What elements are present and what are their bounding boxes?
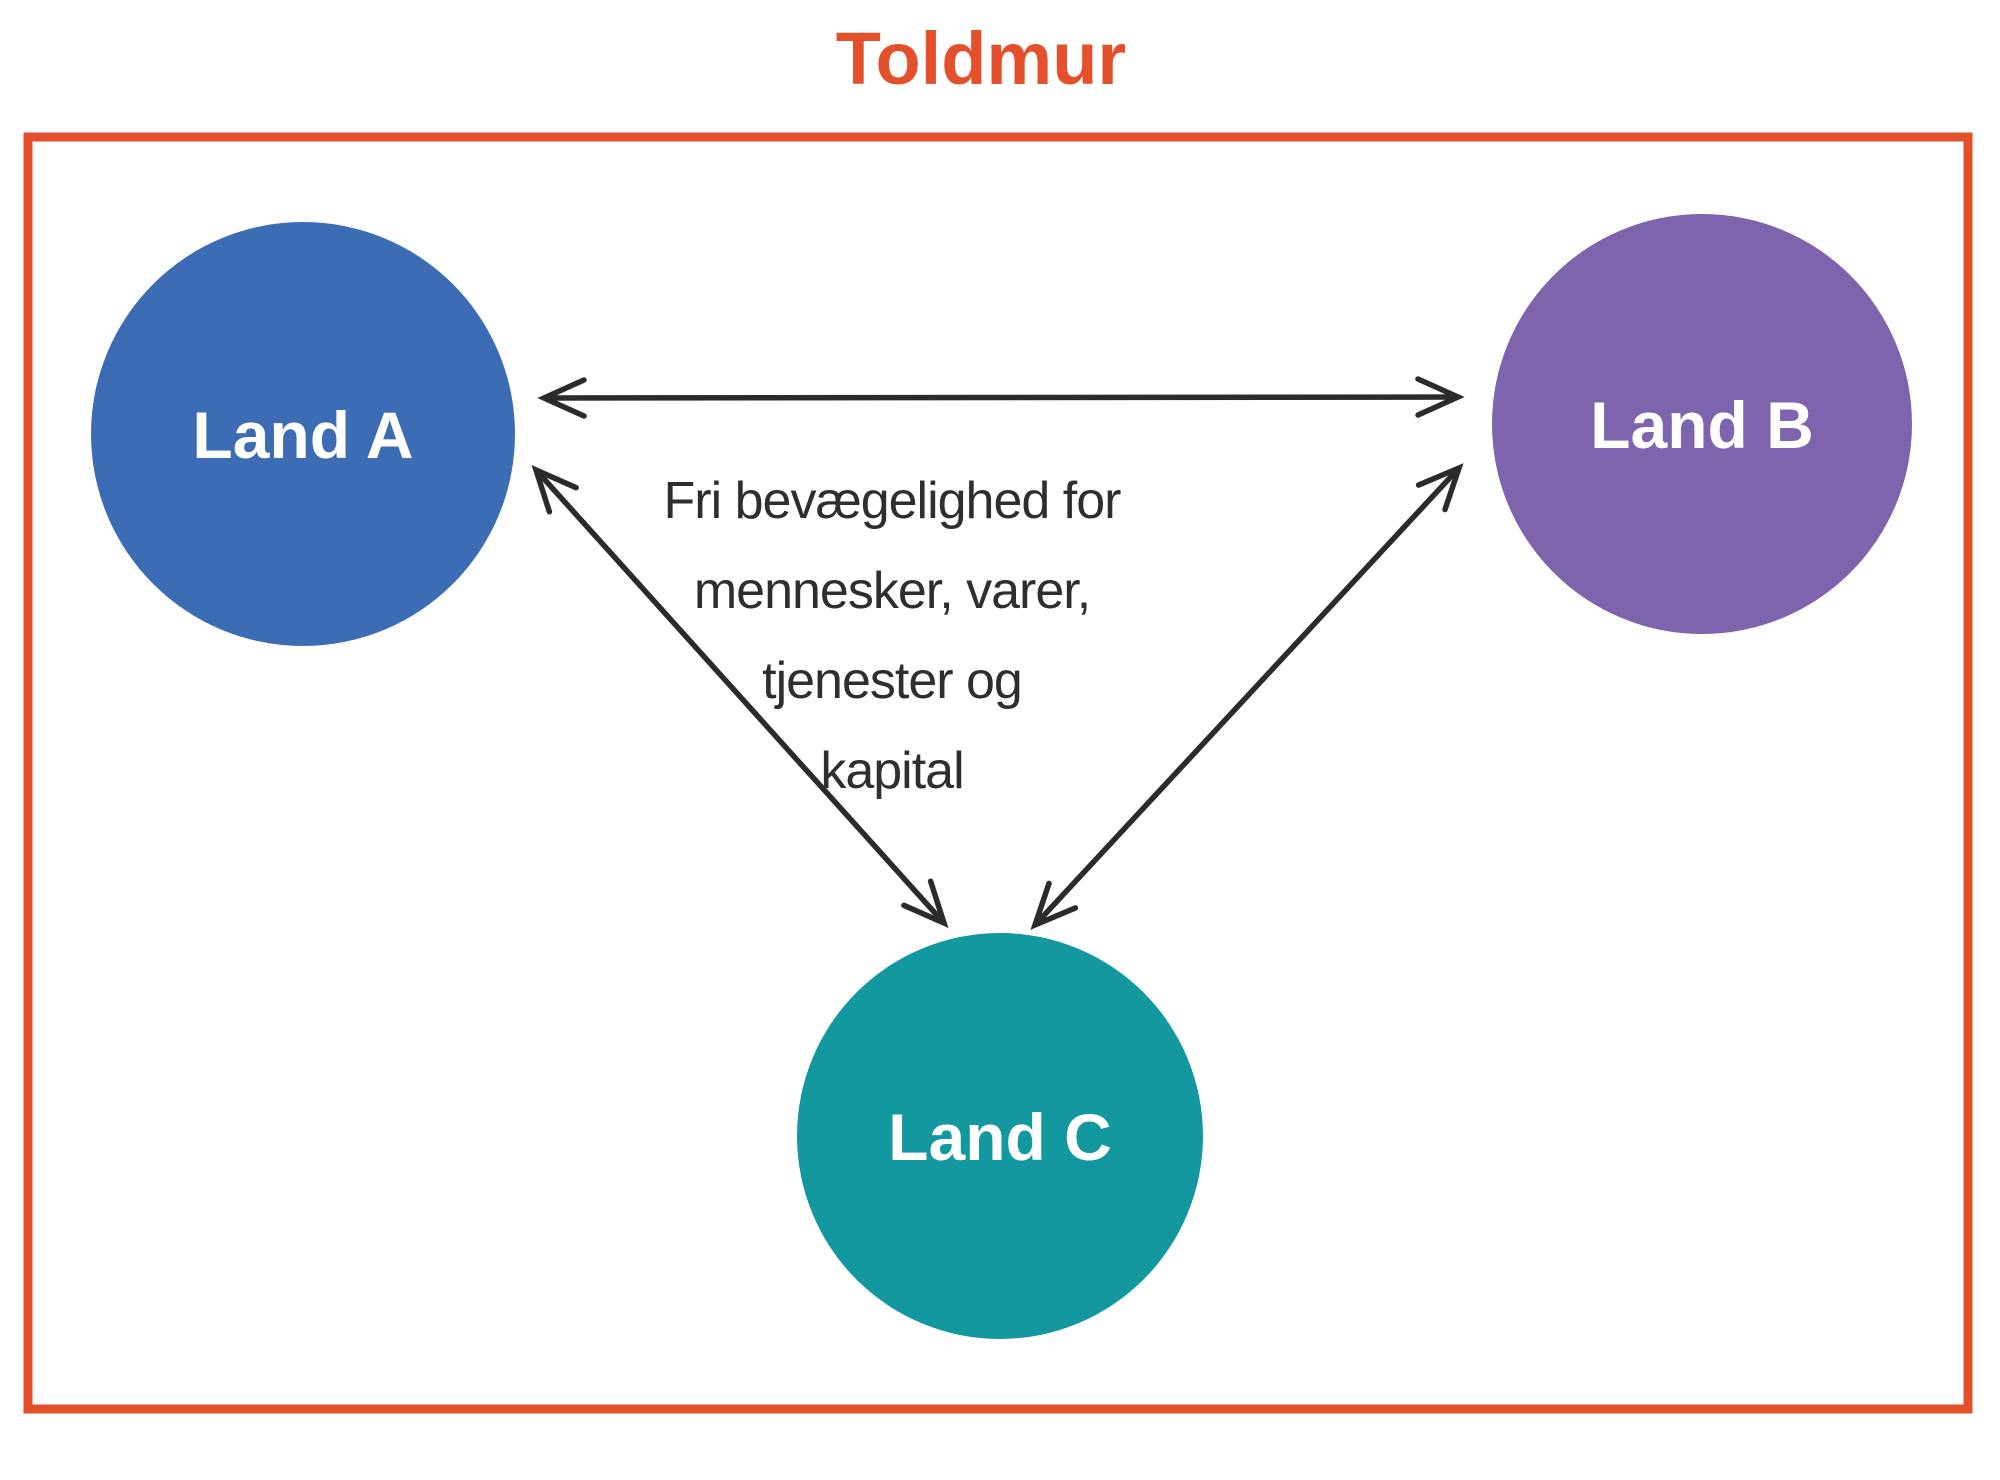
node-land-b-label: Land B	[1590, 388, 1814, 462]
double-arrow-a-c	[531, 465, 949, 928]
double-arrow-a-b	[537, 376, 1465, 419]
free-movement-line-3: tjenester og	[762, 652, 1022, 710]
free-movement-line-4: kapital	[820, 742, 963, 800]
double-arrow-b-c	[1030, 463, 1464, 930]
free-movement-line-2: mennesker, varer,	[694, 562, 1090, 620]
diagram-title: Toldmur	[836, 17, 1126, 100]
node-land-c-label: Land C	[888, 1100, 1112, 1174]
diagram-frame-border	[23, 132, 1973, 1414]
free-movement-text: Fri bevægelighed for mennesker, varer, t…	[664, 472, 1123, 800]
free-movement-line-1: Fri bevægelighed for	[664, 472, 1122, 530]
node-land-a-circle	[91, 222, 515, 646]
node-land-a-label: Land A	[192, 398, 413, 472]
node-land-b-circle	[1492, 214, 1912, 634]
node-land-c-circle	[797, 933, 1203, 1339]
